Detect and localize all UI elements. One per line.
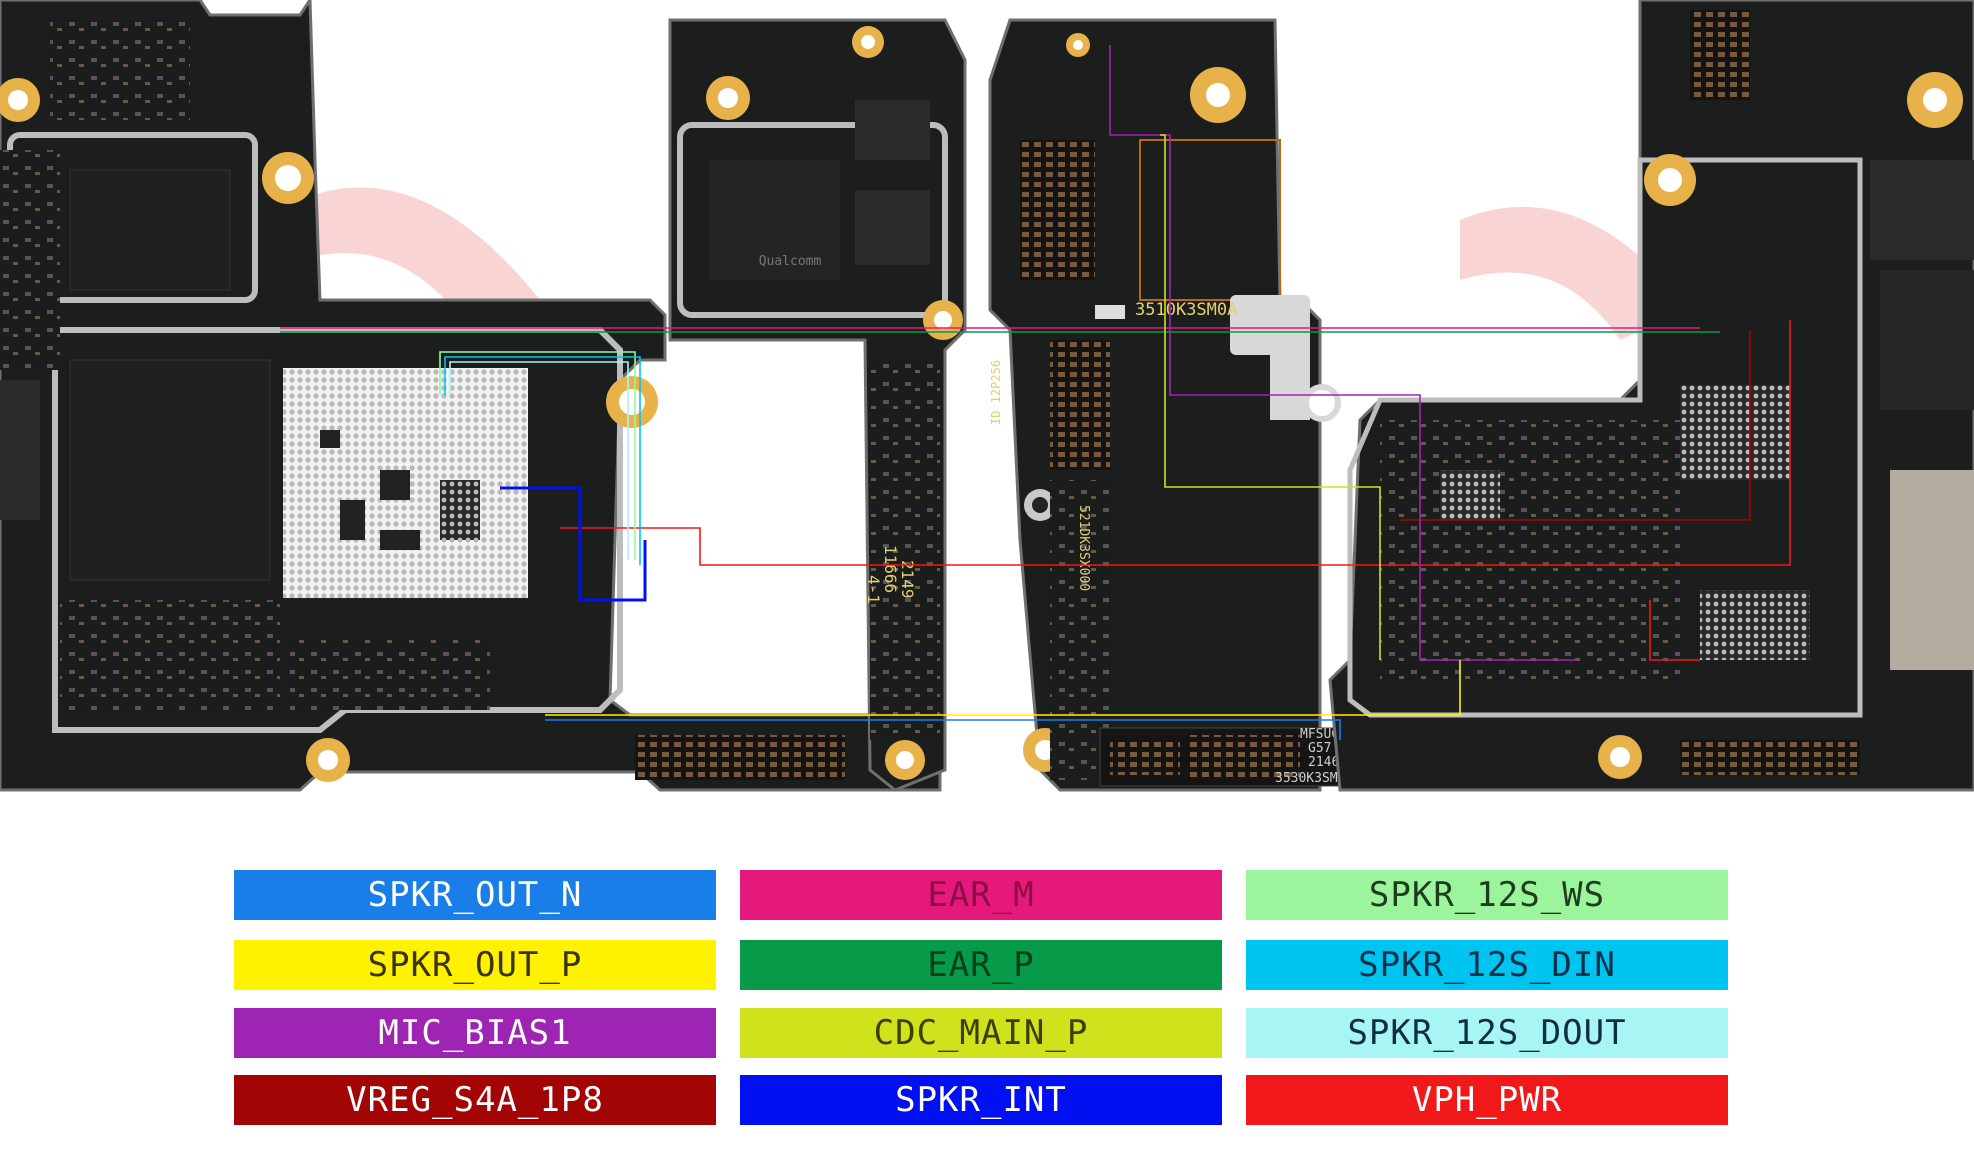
- trace-spkr-int: [500, 486, 647, 602]
- trace-vph-pwr: [560, 320, 1791, 566]
- board-code-2149: 2149: [898, 560, 917, 599]
- legend-label: SPKR_12S_DOUT: [1347, 1013, 1627, 1053]
- legend-label: SPKR_12S_WS: [1368, 875, 1606, 915]
- center-left-board: Qualcomm 2149 11666 4-1: [668, 18, 967, 792]
- trace-cdc-main: [1160, 134, 1381, 660]
- legend-item: VREG_S4A_1P8: [234, 1075, 716, 1125]
- board-code-521dk: 521DK3SX000: [1076, 505, 1091, 591]
- legend-label: SPKR_INT: [895, 1080, 1067, 1120]
- legend-label: MIC_BIAS1: [378, 1013, 572, 1053]
- legend-item: VPH_PWR: [1246, 1075, 1728, 1125]
- legend-item: MIC_BIAS1: [234, 1008, 716, 1058]
- legend-item: CDC_MAIN_P: [740, 1008, 1222, 1058]
- board-code-11666: 11666: [881, 545, 900, 593]
- trace-spkr-out-n: [545, 719, 1341, 740]
- legend-item: SPKR_12S_DIN: [1246, 940, 1728, 990]
- legend-item: SPKR_OUT_P: [234, 940, 716, 990]
- legend-label: SPKR_OUT_N: [367, 875, 583, 915]
- qualcomm-mark: Qualcomm: [759, 254, 822, 269]
- pcb-diagram: Qualcomm 2149 11666 4-1 3510K3SM0A 521DK…: [0, 0, 1974, 792]
- trace-i2s-ws: [439, 351, 636, 560]
- conn-code-2146: 2146: [1308, 755, 1339, 770]
- legend-item: SPKR_INT: [740, 1075, 1222, 1125]
- legend-label: CDC_MAIN_P: [873, 1013, 1089, 1053]
- conn-code-g57: G57: [1308, 741, 1331, 756]
- legend-item: EAR_P: [740, 940, 1222, 990]
- trace-vreg: [1400, 330, 1751, 521]
- legend-item: SPKR_12S_WS: [1246, 870, 1728, 920]
- signal-legend: SPKR_OUT_N EAR_M SPKR_12S_WS SPKR_OUT_P …: [0, 860, 1974, 1140]
- trace-spkr-out-p: [545, 660, 1461, 716]
- board-code-4-1: 4-1: [864, 575, 883, 604]
- legend-label: EAR_P: [927, 945, 1035, 985]
- center-right-board: 3510K3SM0A 521DK3SX000 ID 12P256 MFSUC G…: [988, 18, 1421, 792]
- legend-label: EAR_M: [927, 875, 1035, 915]
- trace-mic-bias: [1109, 45, 1580, 661]
- legend-item: EAR_M: [740, 870, 1222, 920]
- signal-traces: [280, 45, 1791, 740]
- trace-i2s-din: [444, 356, 641, 565]
- legend-label: SPKR_OUT_P: [367, 945, 583, 985]
- chip-label-3530: 3530K3SM0A: [1275, 771, 1353, 786]
- trace-i2s-dout: [449, 361, 629, 560]
- board-code-id: ID 12P256: [989, 360, 1003, 425]
- chip-label-3510: 3510K3SM0A: [1135, 300, 1237, 320]
- legend-label: VPH_PWR: [1411, 1080, 1563, 1120]
- left-board: [0, 0, 942, 792]
- legend-item: SPKR_OUT_N: [234, 870, 716, 920]
- watermark: [300, 187, 1690, 340]
- legend-label: VREG_S4A_1P8: [346, 1080, 604, 1120]
- right-board: [1328, 0, 1974, 792]
- legend-item: SPKR_12S_DOUT: [1246, 1008, 1728, 1058]
- legend-label: SPKR_12S_DIN: [1358, 945, 1616, 985]
- conn-code-mfsuc: MFSUC: [1300, 727, 1339, 742]
